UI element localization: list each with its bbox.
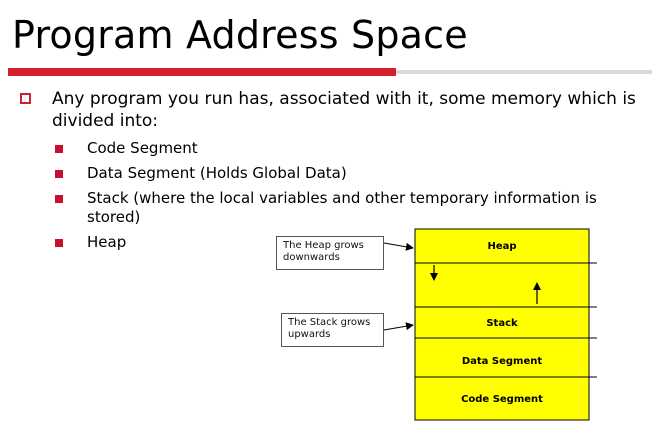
stack-callout-pointer-icon (383, 322, 414, 331)
sub-item-label: Code Segment (87, 139, 198, 157)
square-bullet-icon (55, 239, 63, 247)
slide-title: Program Address Space (12, 13, 468, 57)
hollow-square-bullet-icon (20, 93, 31, 104)
segment-label-code: Code Segment (461, 394, 543, 405)
heap-callout-pointer-icon (383, 242, 414, 251)
segment-label-heap: Heap (487, 241, 517, 252)
sub-item-label: Heap (87, 233, 127, 251)
heap-callout: The Heap grows downwards (276, 236, 384, 270)
sub-item-label: Data Segment (Holds Global Data) (87, 164, 347, 182)
square-bullet-icon (55, 145, 63, 153)
square-bullet-icon (55, 195, 63, 203)
memory-block (414, 228, 590, 421)
title-underline-gray (396, 70, 652, 74)
stack-callout: The Stack grows upwards (281, 313, 384, 347)
segment-label-data: Data Segment (461, 356, 543, 367)
square-bullet-icon (55, 170, 63, 178)
main-bullet-text: Any program you run has, associated with… (52, 89, 636, 131)
title-underline-red (8, 68, 396, 76)
sub-item-label: Stack (where the local variables and oth… (87, 189, 597, 226)
segment-label-stack: Stack (486, 318, 518, 329)
